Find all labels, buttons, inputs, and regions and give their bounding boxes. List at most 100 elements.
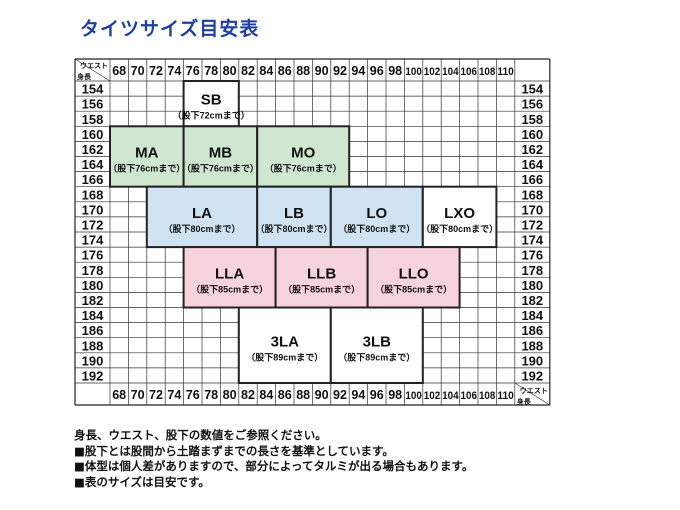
waist-tick-label: 104 xyxy=(442,390,459,402)
waist-tick-label: 82 xyxy=(241,63,255,78)
waist-tick-label: 94 xyxy=(351,63,366,78)
waist-tick-label: 76 xyxy=(186,387,200,402)
height-tick-label: 168 xyxy=(82,187,104,202)
axis-labels: ウエスト身長ウエスト身長6868707072727474767678788080… xyxy=(76,61,548,406)
size-box-la xyxy=(145,185,259,249)
size-box-sb xyxy=(182,80,240,128)
waist-tick-label: 88 xyxy=(296,387,310,402)
waist-tick-label: 110 xyxy=(497,66,514,78)
size-box-lb xyxy=(256,185,332,249)
waist-tick-label: 68 xyxy=(112,387,126,402)
height-tick-label: 168 xyxy=(521,187,543,202)
size-box-inseam: （股下72cmまで） xyxy=(173,111,250,121)
height-tick-label: 180 xyxy=(82,278,104,293)
waist-tick-label: 90 xyxy=(315,387,329,402)
height-tick-label: 154 xyxy=(521,82,543,97)
height-tick-label: 158 xyxy=(521,112,543,127)
height-tick-label: 182 xyxy=(521,293,543,308)
waist-tick-label: 98 xyxy=(388,63,402,78)
waist-tick-label: 90 xyxy=(315,63,329,78)
size-box-label: MO xyxy=(291,145,315,162)
height-tick-label: 170 xyxy=(521,202,543,217)
height-tick-label: 162 xyxy=(521,142,543,157)
size-box-inseam: （股下76cmまで） xyxy=(108,164,185,174)
size-box-llo xyxy=(366,246,461,309)
size-box-inseam: （股下89cmまで） xyxy=(246,352,323,362)
size-box-inseam: （股下80cmまで） xyxy=(421,224,498,234)
waist-tick-label: 98 xyxy=(388,387,402,402)
height-tick-label: 190 xyxy=(521,353,543,368)
size-box-label: 3LA xyxy=(271,333,300,350)
height-tick-label: 186 xyxy=(82,323,104,338)
size-box-label: SB xyxy=(201,92,222,109)
size-box-inseam: （股下85cmまで） xyxy=(283,284,360,294)
size-chart: ウエスト身長ウエスト身長6868707072727474767678788080… xyxy=(74,58,551,406)
size-box-label: MA xyxy=(135,145,158,162)
height-tick-label: 156 xyxy=(82,97,104,112)
waist-tick-label: 82 xyxy=(241,387,255,402)
waist-tick-label: 96 xyxy=(370,63,384,78)
waist-tick-label: 80 xyxy=(223,63,237,78)
waist-tick-label: 70 xyxy=(131,63,145,78)
waist-tick-label: 110 xyxy=(497,390,514,402)
waist-tick-label: 96 xyxy=(370,387,384,402)
size-boxes: SB （股下72cmまで） MA （股下76cmまで） MB （股下76cmまで） MO （股… xyxy=(108,80,498,384)
size-box-inseam: （股下85cmまで） xyxy=(191,284,268,294)
waist-tick-label: 74 xyxy=(167,63,182,78)
waist-tick-label: 70 xyxy=(131,387,145,402)
size-box-mo xyxy=(256,125,351,188)
waist-tick-label: 88 xyxy=(296,63,310,78)
height-tick-label: 172 xyxy=(82,217,104,232)
height-tick-label: 176 xyxy=(82,248,104,263)
waist-tick-label: 68 xyxy=(112,63,126,78)
waist-tick-label: 84 xyxy=(259,387,274,402)
size-box-label: LLA xyxy=(215,265,244,282)
waist-tick-label: 92 xyxy=(333,63,347,78)
waist-tick-label: 104 xyxy=(442,66,459,78)
note-line: ■股下とは股間から土踏まずまでの長さを基準としています。 xyxy=(74,443,394,458)
size-box-lxo xyxy=(421,185,498,249)
note-line: 身長、ウエスト、股下の数値をご参照ください。 xyxy=(74,428,327,442)
size-box-llb xyxy=(274,246,369,309)
waist-tick-label: 108 xyxy=(479,66,496,78)
size-box-label: LLB xyxy=(307,265,336,282)
waist-axis-label: ウエスト xyxy=(80,61,108,70)
height-tick-label: 188 xyxy=(82,338,104,353)
size-box-inseam: （股下80cmまで） xyxy=(163,224,240,234)
waist-tick-label: 102 xyxy=(424,66,441,78)
size-box-label: MB xyxy=(209,145,232,162)
page-title: タイツサイズ目安表 xyxy=(80,18,260,40)
height-tick-label: 162 xyxy=(82,142,104,157)
height-tick-label: 174 xyxy=(521,233,543,248)
size-box-lo xyxy=(329,185,424,249)
waist-tick-label: 74 xyxy=(167,387,182,402)
height-tick-label: 164 xyxy=(521,157,543,172)
waist-tick-label: 100 xyxy=(405,390,422,402)
height-tick-label: 182 xyxy=(82,293,104,308)
waist-tick-label: 72 xyxy=(149,63,163,78)
height-tick-label: 164 xyxy=(82,157,104,172)
notes: 身長、ウエスト、股下の数値をご参照ください。 ■股下とは股間から土踏まずまでの長… xyxy=(74,428,473,490)
height-tick-label: 176 xyxy=(521,248,543,263)
size-box-lla xyxy=(182,246,277,309)
waist-tick-label: 106 xyxy=(461,390,478,402)
size-box-inseam: （股下76cmまで） xyxy=(265,164,342,174)
note-line: ■表のサイズは目安です。 xyxy=(74,474,210,489)
height-axis-label: 身長 xyxy=(76,72,92,81)
waist-tick-label: 92 xyxy=(333,387,347,402)
size-box-inseam: （股下85cmまで） xyxy=(375,284,452,294)
waist-tick-label: 102 xyxy=(424,390,441,402)
size-box-label: LB xyxy=(284,205,304,222)
height-tick-label: 160 xyxy=(521,127,543,142)
height-tick-label: 174 xyxy=(82,233,104,248)
height-tick-label: 166 xyxy=(521,172,543,187)
height-tick-label: 156 xyxy=(521,97,543,112)
height-tick-label: 192 xyxy=(521,368,543,383)
height-tick-label: 178 xyxy=(82,263,104,278)
waist-tick-label: 94 xyxy=(351,387,366,402)
size-box-label: 3LB xyxy=(363,333,392,350)
waist-tick-label: 72 xyxy=(149,387,163,402)
note-line: ■体型は個人差がありますので、部分によってタルミが出る場合もあります。 xyxy=(74,459,474,473)
waist-tick-label: 84 xyxy=(259,63,274,78)
size-box-label: LA xyxy=(192,205,212,222)
